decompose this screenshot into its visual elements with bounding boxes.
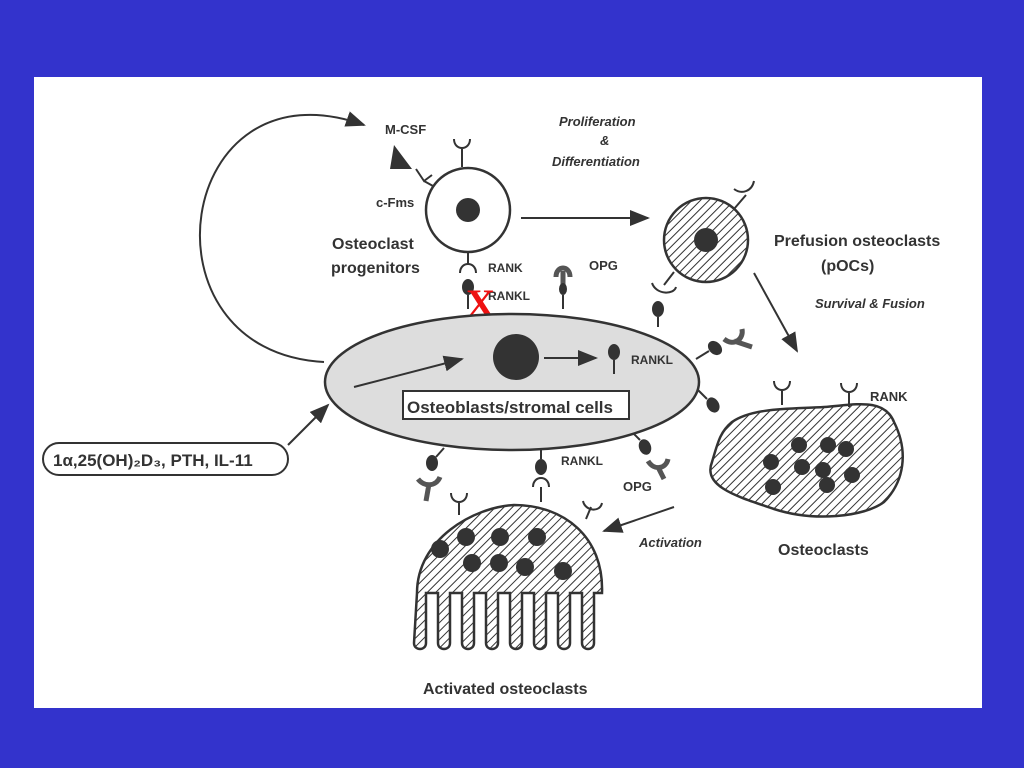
osteoblasts-label: Osteoblasts/stromal cells	[407, 398, 613, 417]
m-csf-ligand	[390, 145, 412, 169]
prefusion-label-2: (pOCs)	[821, 258, 874, 275]
ampersand-label: &	[600, 133, 609, 148]
c-fms-label: c-Fms	[376, 195, 414, 210]
hormones-arrow	[287, 403, 330, 446]
rankl-osteoclast-diagram: M-CSF c-Fms Osteoclast progenitors Proli…	[42, 111, 940, 698]
rankl-top-label: RANKL	[488, 289, 530, 303]
opg-bottom-label: OPG	[623, 479, 652, 494]
m-csf-label: M-CSF	[385, 122, 426, 137]
rank-top-label: RANK	[488, 261, 523, 275]
osteoclast-cell	[709, 380, 904, 518]
osteoclast-progenitors-label-1: Osteoclast	[332, 236, 414, 253]
osteoblasts-label-box	[402, 390, 630, 420]
rankl-mid-label: RANKL	[631, 353, 673, 367]
diagram-panel: M-CSF c-Fms Osteoclast progenitors Proli…	[34, 77, 982, 708]
activated-osteoclast-cell	[412, 492, 604, 651]
opg-rankl-bottom-left	[416, 447, 445, 502]
rankl-top-ligand	[462, 279, 474, 295]
osteoclast-progenitor-cell	[424, 138, 512, 274]
opg-rankl-right	[695, 328, 753, 360]
opg-top	[553, 265, 573, 309]
prefusion-rankl-ligand	[652, 301, 664, 317]
rankl-bottom-label: RANKL	[561, 454, 603, 468]
rank-right-label: RANK	[870, 389, 908, 404]
activation-arrow	[602, 506, 675, 533]
hormones-label: 1α,25(OH)₂D₃, PTH, IL-11	[53, 451, 253, 470]
prefusion-osteoclast-cell	[651, 180, 755, 294]
rankl-mid-ligand	[608, 344, 620, 360]
activation-label: Activation	[638, 535, 702, 550]
differentiation-label: Differentiation	[552, 154, 640, 169]
survival-fusion-label: Survival & Fusion	[815, 296, 925, 311]
rankl-right-ligand	[706, 397, 720, 413]
rankl-bottom	[532, 450, 550, 502]
stromal-cell	[323, 312, 701, 452]
hormones-box	[42, 442, 289, 476]
opg-rankl-bottom-right	[633, 433, 671, 481]
proliferation-label: Proliferation	[559, 114, 636, 129]
osteoclasts-label: Osteoclasts	[778, 542, 869, 559]
feedback-arrow	[198, 111, 366, 363]
opg-top-label: OPG	[589, 258, 618, 273]
osteoclast-progenitors-label-2: progenitors	[331, 260, 420, 277]
fusion-arrow	[753, 272, 798, 353]
activated-osteoclasts-label: Activated osteoclasts	[423, 681, 588, 698]
prefusion-label-1: Prefusion osteoclasts	[774, 233, 940, 250]
